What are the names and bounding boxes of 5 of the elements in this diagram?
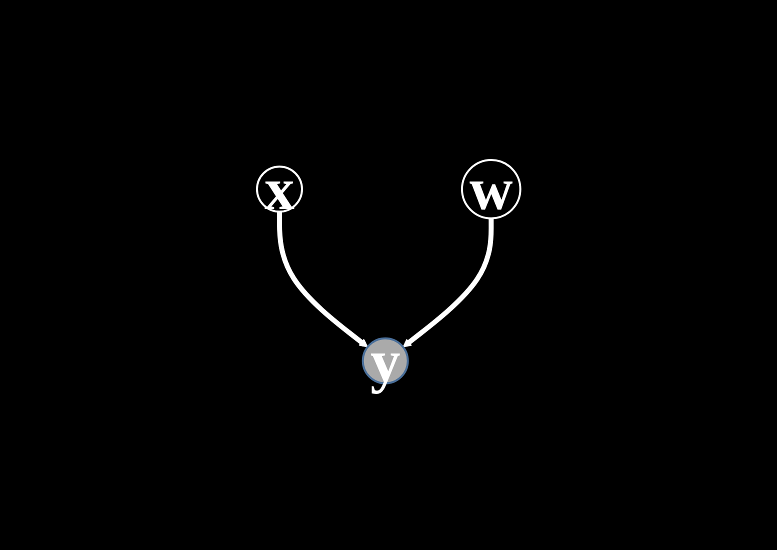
node-label: y	[370, 328, 400, 394]
arrow	[276, 212, 368, 348]
arrow	[402, 218, 494, 348]
node-circle: w	[460, 159, 522, 220]
node-circle: x	[256, 166, 303, 213]
